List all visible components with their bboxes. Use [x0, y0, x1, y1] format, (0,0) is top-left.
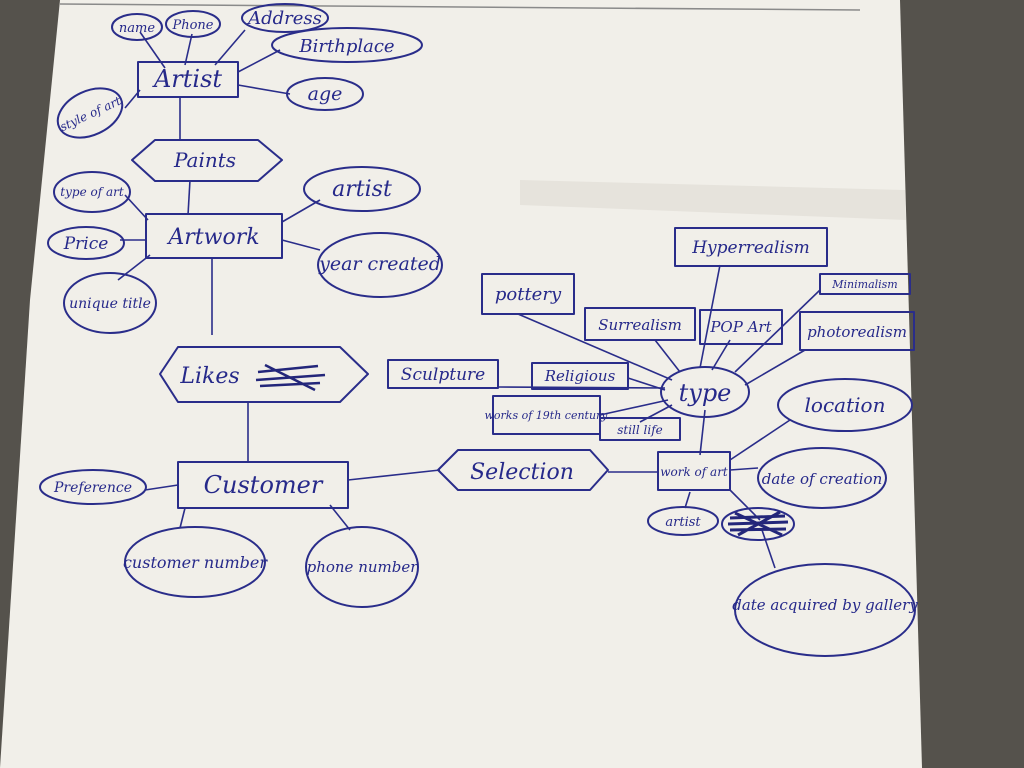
attr-year-created: year created — [317, 232, 443, 298]
svg-text:type: type — [679, 379, 732, 407]
svg-text:works of 19th century: works of 19th century — [484, 409, 608, 422]
type-pop-art: POP Art — [699, 309, 783, 345]
svg-text:Price: Price — [63, 234, 109, 254]
svg-text:Surrealism: Surrealism — [598, 316, 682, 334]
svg-text:date acquired by gallery: date acquired by gallery — [732, 596, 918, 614]
attr-artwork-artist: artist — [303, 166, 421, 212]
attr-woa-artist: artist — [647, 506, 719, 536]
svg-text:date of creation: date of creation — [762, 470, 882, 488]
svg-text:artist: artist — [665, 515, 701, 530]
attr-price: Price — [47, 226, 125, 260]
paper-fold-shadow — [520, 180, 906, 220]
svg-text:Customer: Customer — [204, 471, 324, 499]
type-surrealism: Surrealism — [584, 307, 696, 341]
svg-text:still life: still life — [617, 423, 663, 437]
type-hyperrealism: Hyperrealism — [674, 227, 828, 267]
type-still-life: still life — [599, 417, 681, 441]
svg-text:POP Art: POP Art — [709, 318, 772, 336]
svg-text:year created: year created — [318, 253, 441, 275]
svg-text:Artist: Artist — [152, 65, 222, 93]
attr-location: location — [777, 378, 913, 432]
entity-artwork: Artwork — [145, 213, 283, 259]
entity-artist: Artist — [137, 61, 239, 98]
type-node: type — [660, 366, 750, 418]
svg-text:Hyperrealism: Hyperrealism — [691, 238, 810, 258]
svg-text:pottery: pottery — [495, 284, 562, 305]
attr-customer-number: customer number — [123, 526, 268, 598]
attr-date-acquired: date acquired by gallery — [732, 563, 918, 657]
type-photorealism: photorealism — [799, 311, 915, 351]
svg-text:Paints: Paints — [173, 148, 236, 172]
svg-text:Minimalism: Minimalism — [831, 278, 897, 291]
svg-text:unique title: unique title — [69, 296, 151, 312]
attr-birthplace: Birthplace — [271, 27, 423, 63]
attr-date-of-creation: date of creation — [757, 447, 887, 509]
svg-text:Likes: Likes — [179, 364, 239, 389]
svg-text:customer number: customer number — [123, 553, 268, 572]
top-margin-line — [59, 3, 861, 11]
svg-text:location: location — [805, 393, 886, 417]
svg-text:photorealism: photorealism — [807, 323, 907, 341]
entity-work-of-art: work of art — [657, 451, 731, 491]
type-religious: Religious — [531, 362, 629, 390]
svg-text:type of art: type of art — [60, 185, 124, 199]
type-pottery: pottery — [481, 273, 575, 315]
entity-customer: Customer — [177, 461, 349, 509]
scribbled-out-attribute — [721, 507, 795, 541]
attr-phone-number: phone number — [305, 526, 419, 608]
svg-text:phone number: phone number — [307, 558, 419, 576]
relationship-paints: Paints — [131, 139, 283, 182]
svg-text:name: name — [119, 21, 155, 36]
svg-text:age: age — [308, 83, 343, 105]
attr-preference: Preference — [39, 469, 147, 505]
connector-lines — [117, 29, 821, 569]
attr-address: Address — [241, 3, 329, 33]
svg-text:Artwork: Artwork — [166, 225, 259, 250]
svg-text:work of art: work of art — [660, 465, 728, 479]
svg-text:Phone: Phone — [171, 18, 213, 33]
type-minimalism: Minimalism — [819, 273, 911, 295]
attr-type-of-art: type of art — [53, 171, 131, 213]
attr-phone: Phone — [165, 10, 221, 38]
svg-text:Address: Address — [246, 8, 322, 29]
relationship-selection: Selection — [437, 449, 609, 491]
attr-age: age — [286, 77, 364, 111]
relationship-likes: Likes — [159, 346, 369, 403]
svg-text:Birthplace: Birthplace — [298, 36, 394, 57]
svg-text:Religious: Religious — [544, 367, 616, 385]
attr-unique-title: unique title — [63, 272, 157, 334]
svg-text:Preference: Preference — [53, 480, 132, 496]
attr-name: name — [111, 13, 163, 41]
svg-text:artist: artist — [332, 177, 392, 202]
svg-text:Sculpture: Sculpture — [401, 365, 485, 385]
type-sculpture: Sculpture — [387, 359, 499, 389]
type-works-19th-century: works of 19th century — [484, 395, 608, 435]
svg-text:Selection: Selection — [470, 460, 574, 485]
